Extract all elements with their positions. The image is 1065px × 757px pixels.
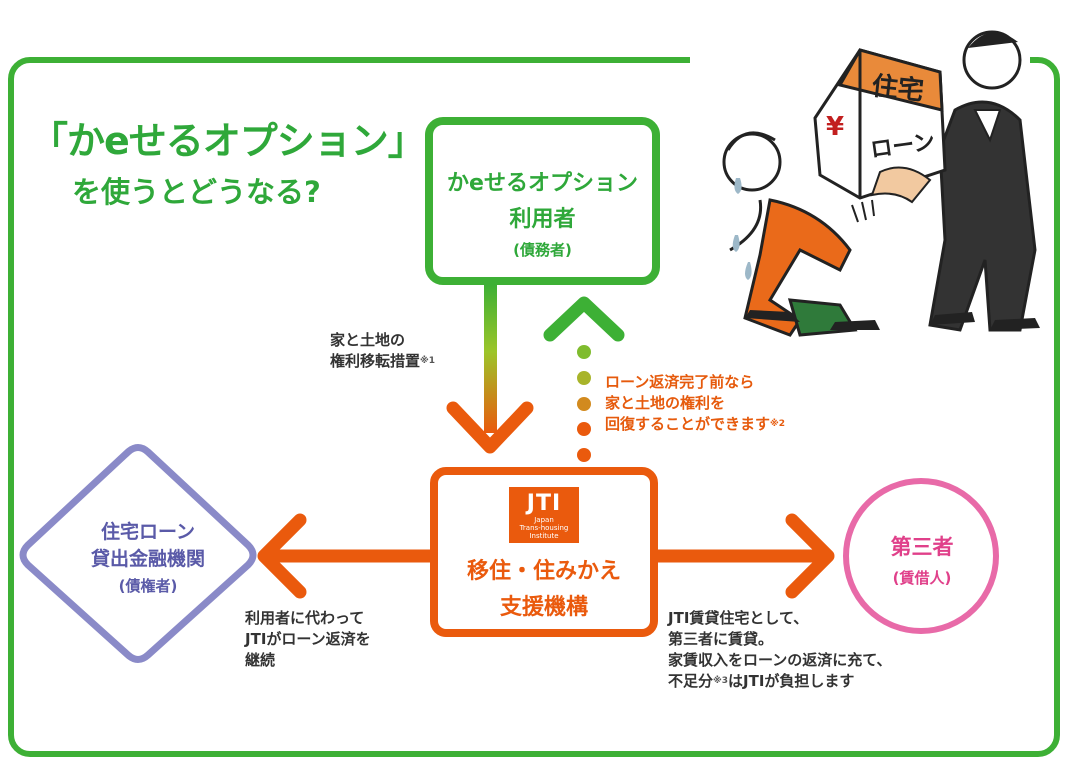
third-party-circle xyxy=(843,478,999,634)
repay-line2: JTIがローン返済を xyxy=(245,630,371,648)
transfer-note: ※1 xyxy=(420,356,436,366)
transfer-line1: 家と土地の xyxy=(330,331,406,349)
jti-box: JTI Japan Trans-housing Institute 移住・住みか… xyxy=(430,467,658,637)
user-box-role: 利用者 xyxy=(509,207,576,232)
recover-line3-wrap: 回復することができます※2 xyxy=(605,414,785,435)
worried-man-figure xyxy=(722,131,880,337)
recover-label: ローン返済完了前なら 家と土地の権利を 回復することができます※2 xyxy=(605,372,785,435)
rent-line2: 第三者に賃貸。 xyxy=(668,630,774,648)
jti-box-line1: 移住・住みかえ xyxy=(466,559,621,584)
rent-line4b: はJTIが負担します xyxy=(728,672,855,690)
headline-line2: を使うとどうなる? xyxy=(72,175,321,209)
recover-arrow xyxy=(543,296,625,462)
jti-logo-sub1: Japan xyxy=(534,516,554,524)
lender-line2: 貸出金融機関 xyxy=(90,548,205,570)
repay-line3: 継続 xyxy=(245,651,276,669)
transfer-arrow xyxy=(446,285,534,454)
lender-line3: (債権者) xyxy=(118,577,178,595)
house-roof-text: 住宅 xyxy=(870,71,926,107)
repay-arrow xyxy=(257,513,430,599)
third-party-line1: 第三者 xyxy=(890,535,954,559)
user-box-title: かeせるオプション xyxy=(447,171,638,196)
rent-line4a: 不足分 xyxy=(668,672,714,690)
jti-logo-mark: JTI xyxy=(526,491,562,516)
user-box-sub: (債務者) xyxy=(513,241,572,259)
transfer-line2-wrap: 権利移転措置※1 xyxy=(330,351,435,372)
third-party-label: 第三者 (賃借人) xyxy=(852,531,992,588)
rent-arrow xyxy=(658,513,835,599)
recover-line1: ローン返済完了前なら xyxy=(605,373,755,391)
rent-note: ※3 xyxy=(713,676,729,686)
diagram-graphics xyxy=(19,30,1040,663)
recover-note: ※2 xyxy=(770,419,786,429)
lender-diamond xyxy=(19,444,257,663)
third-party-line2: (賃借人) xyxy=(892,569,952,587)
rent-line1: JTI賃貸住宅として、 xyxy=(668,609,809,627)
repay-label: 利用者に代わって JTIがローン返済を 継続 xyxy=(245,608,371,671)
jti-logo-sub2: Trans-housing xyxy=(519,524,569,532)
headline: 「かeせるオプション」 を使うとどうなる? xyxy=(30,110,426,211)
lender-label: 住宅ローン 貸出金融機関 (債権者) xyxy=(58,517,238,596)
tall-man-figure xyxy=(928,30,1040,332)
transfer-line2: 権利移転措置 xyxy=(330,352,421,370)
jti-logo-sub3: Institute xyxy=(529,532,559,540)
yen-sign: ¥ xyxy=(826,112,845,142)
rent-label: JTI賃貸住宅として、 第三者に賃貸。 家賃収入をローンの返済に充て、 不足分※… xyxy=(668,608,892,692)
jti-box-line2: 支援機構 xyxy=(499,595,588,620)
lender-line1: 住宅ローン xyxy=(100,521,196,543)
house-icon xyxy=(813,48,947,204)
recover-line2: 家と土地の権利を xyxy=(605,394,726,412)
headline-line1: 「かeせるオプション」 xyxy=(30,119,426,163)
rent-line4-wrap: 不足分※3はJTIが負担します xyxy=(668,671,892,692)
transfer-label: 家と土地の 権利移転措置※1 xyxy=(330,330,435,372)
user-box: かeせるオプション 利用者 (債務者) xyxy=(425,117,660,285)
recover-line3: 回復することができます xyxy=(605,415,771,433)
repay-line1: 利用者に代わって xyxy=(245,609,365,627)
rent-line3: 家賃収入をローンの返済に充て、 xyxy=(668,651,892,669)
jti-logo: JTI Japan Trans-housing Institute xyxy=(509,487,579,543)
illustration xyxy=(722,30,1040,337)
